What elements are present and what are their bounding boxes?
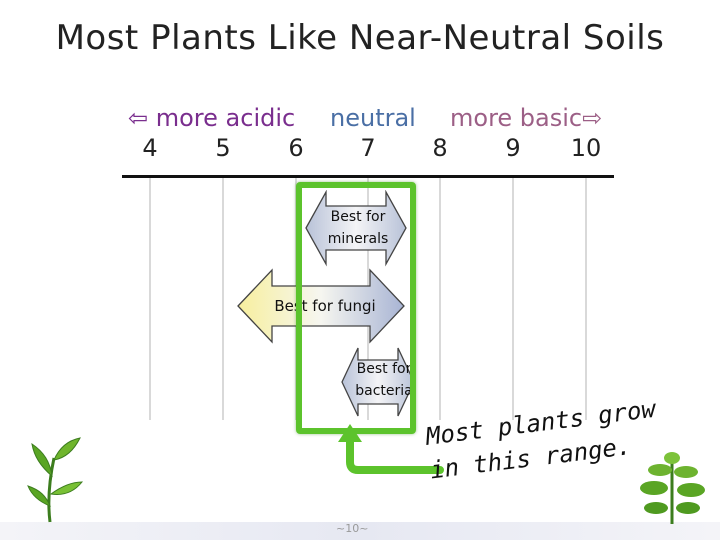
- plant-left-icon: [27, 437, 84, 523]
- ph-tick-4: 4: [142, 134, 158, 162]
- ph-tick-8: 8: [432, 134, 448, 162]
- page-number: ~10~: [336, 522, 369, 535]
- ph-tick-5: 5: [215, 134, 231, 162]
- minerals-arrow: [305, 190, 407, 267]
- pointer-arrow-icon: [338, 424, 444, 474]
- ph-axis-line: [122, 175, 614, 178]
- bacteria-arrow-label: Best for bacteria: [355, 361, 413, 399]
- note-text: Most plants grow in this range.: [424, 392, 662, 488]
- minerals-arrow-label: Best for minerals: [327, 209, 389, 247]
- grid-line: [512, 178, 514, 420]
- footer-bar: [0, 522, 720, 540]
- grid-line: [585, 178, 587, 420]
- best-range-highlight: [296, 182, 416, 434]
- page-title: Most Plants Like Near-Neutral Soils: [55, 18, 665, 58]
- ph-tick-9: 9: [505, 134, 521, 162]
- ph-tick-6: 6: [288, 134, 304, 162]
- ph-tick-10: 10: [570, 134, 602, 162]
- acidic-label: ⇦ more acidic: [128, 104, 296, 132]
- neutral-label: neutral: [330, 104, 416, 132]
- basic-label: more basic⇨: [450, 104, 603, 132]
- grid-line: [439, 178, 441, 420]
- ph-tick-7: 7: [360, 134, 376, 162]
- grid-line: [222, 178, 224, 420]
- grid-line: [149, 178, 151, 420]
- plant-right-icon: [640, 452, 705, 524]
- fungi-arrow: [237, 268, 405, 344]
